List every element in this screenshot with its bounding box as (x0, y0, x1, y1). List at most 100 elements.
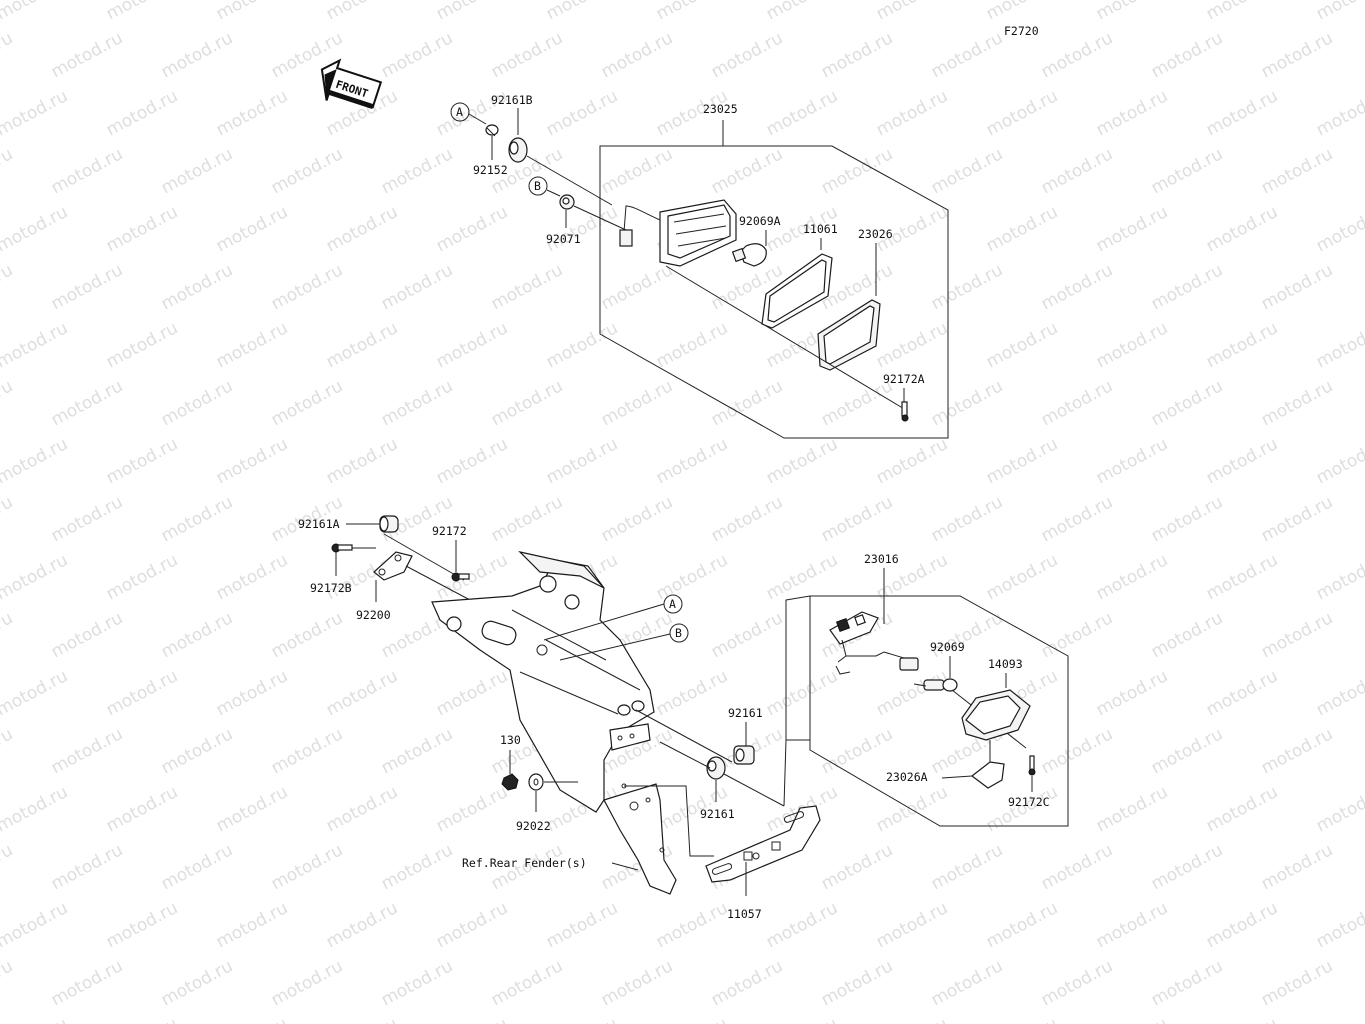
watermark-text: motod.ru (763, 86, 841, 140)
watermark-text: motod.ru (48, 376, 126, 430)
watermark-text: motod.ru (0, 376, 16, 430)
watermark-text: motod.ru (323, 434, 401, 488)
watermark-text: motod.ru (1203, 318, 1281, 372)
watermark-text: motod.ru (983, 434, 1061, 488)
watermark-text: motod.ru (873, 434, 951, 488)
watermark-text: motod.ru (0, 0, 71, 24)
watermark-text: motod.ru (1313, 434, 1365, 488)
watermark-text: motod.ru (763, 0, 841, 24)
watermark-text: motod.ru (873, 666, 951, 720)
watermark-text: motod.ru (323, 782, 401, 836)
watermark-text: motod.ru (873, 0, 951, 24)
watermark-text: motod.ru (983, 202, 1061, 256)
watermark-text: motod.ru (1313, 898, 1365, 952)
watermark-text: motod.ru (763, 434, 841, 488)
watermark-text: motod.ru (1038, 144, 1116, 198)
watermark-text: motod.ru (213, 86, 291, 140)
watermark-text: motod.ru (1203, 666, 1281, 720)
watermark-text: motod.ru (0, 666, 71, 720)
watermark-text: motod.ru (213, 1014, 291, 1024)
part-92161-upper-drawing (733, 745, 755, 765)
part-23026A-label: 23026A (886, 770, 928, 784)
watermark-text: motod.ru (653, 550, 731, 604)
watermark-text: motod.ru (103, 1014, 181, 1024)
watermark-text: motod.ru (708, 376, 786, 430)
watermark-text: motod.ru (433, 898, 511, 952)
watermark-text: motod.ru (818, 28, 896, 82)
watermark-text: motod.ru (1258, 260, 1336, 314)
watermark-text: motod.ru (103, 666, 181, 720)
watermark-text: motod.ru (1038, 840, 1116, 894)
part-14093-drawing (961, 689, 1031, 741)
watermark-text: motod.ru (103, 434, 181, 488)
license-light-assembly-outline (785, 595, 1069, 827)
watermark-text: motod.ru (1148, 376, 1226, 430)
watermark-text: motod.ru (433, 0, 511, 24)
watermark-text: motod.ru (48, 492, 126, 546)
callout-a-circle (450, 102, 470, 122)
watermark-text: motod.ru (763, 666, 841, 720)
watermark-text: motod.ru (598, 956, 676, 1010)
watermark-text: motod.ru (1093, 898, 1171, 952)
watermark-text: motod.ru (1093, 1014, 1171, 1024)
watermark-text: motod.ru (158, 724, 236, 778)
watermark-text: motod.ru (1203, 202, 1281, 256)
diagram-code: F2720 (1004, 24, 1039, 38)
part-92200-drawing (373, 551, 413, 581)
watermark-text: motod.ru (1258, 492, 1336, 546)
watermark-text: motod.ru (928, 956, 1006, 1010)
watermark-text: motod.ru (1313, 202, 1365, 256)
tail-bracket-drawing (431, 550, 655, 813)
part-92071-drawing (559, 194, 575, 210)
watermark-text: motod.ru (488, 260, 566, 314)
watermark-text: motod.ru (378, 376, 456, 430)
watermark-text: motod.ru (1203, 434, 1281, 488)
part-92069A-drawing (731, 243, 767, 267)
watermark-text: motod.ru (1093, 0, 1171, 24)
watermark-text: motod.ru (543, 86, 621, 140)
watermark-text: motod.ru (1258, 724, 1336, 778)
watermark-text: motod.ru (268, 376, 346, 430)
part-14093-label: 14093 (988, 657, 1023, 671)
watermark-text: motod.ru (873, 86, 951, 140)
watermark-text: motod.ru (598, 28, 676, 82)
watermark-text: motod.ru (1038, 260, 1116, 314)
part-92071-label: 92071 (546, 232, 581, 246)
watermark-text: motod.ru (983, 898, 1061, 952)
front-arrow-icon: FRONT (320, 58, 383, 109)
part-92161-lower-drawing (706, 756, 726, 780)
watermark-text: motod.ru (1313, 782, 1365, 836)
watermark-text: motod.ru (543, 1014, 621, 1024)
watermark-text: motod.ru (48, 840, 126, 894)
watermark-text: motod.ru (1203, 86, 1281, 140)
watermark-text: motod.ru (323, 1014, 401, 1024)
watermark-text: motod.ru (1313, 550, 1365, 604)
watermark-text: motod.ru (1258, 608, 1336, 662)
part-92172C-drawing (1028, 755, 1036, 776)
watermark-text: motod.ru (598, 492, 676, 546)
part-130-label: 130 (500, 733, 521, 747)
watermark-text: motod.ru (1148, 144, 1226, 198)
watermark-text: motod.ru (213, 434, 291, 488)
watermark-text: motod.ru (763, 898, 841, 952)
part-11061-label: 11061 (803, 222, 838, 236)
watermark-text: motod.ru (213, 202, 291, 256)
watermark-text: motod.ru (103, 202, 181, 256)
part-92161B-label: 92161B (491, 93, 533, 107)
watermark-text: motod.ru (0, 28, 16, 82)
watermark-text: motod.ru (158, 144, 236, 198)
watermark-text: motod.ru (213, 782, 291, 836)
watermark-text: motod.ru (48, 144, 126, 198)
part-92069A-label: 92069A (739, 214, 781, 228)
watermark-text: motod.ru (48, 956, 126, 1010)
watermark-text: motod.ru (0, 260, 16, 314)
part-23026A-drawing (971, 761, 1005, 789)
watermark-text: motod.ru (268, 260, 346, 314)
watermark-text: motod.ru (983, 550, 1061, 604)
watermark-text: motod.ru (488, 376, 566, 430)
watermark-text: motod.ru (818, 492, 896, 546)
watermark-text: motod.ru (268, 840, 346, 894)
watermark-text: motod.ru (1313, 86, 1365, 140)
watermark-text: motod.ru (1148, 28, 1226, 82)
